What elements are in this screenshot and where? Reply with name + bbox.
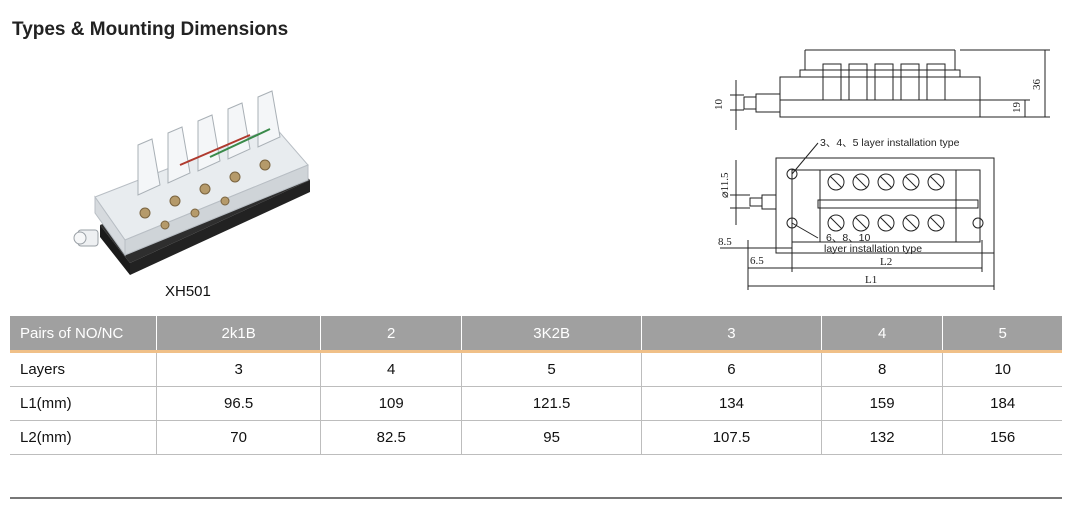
note-6-8-10-line2: layer installation type (824, 243, 922, 255)
row-label: Layers (10, 351, 157, 387)
table-cell: 159 (821, 386, 944, 421)
dim-10: 10 (713, 99, 725, 111)
header-cell: 2k1B (156, 316, 322, 353)
header-cell: 4 (821, 316, 944, 353)
table-cell: 95 (461, 420, 643, 455)
header-cell: Pairs of NO/NC (10, 316, 157, 353)
header-cell: 5 (942, 316, 1062, 353)
table-cell: 5 (461, 351, 643, 387)
product-label: XH501 (165, 283, 211, 300)
bottom-divider (10, 497, 1062, 499)
table-cell: 184 (942, 386, 1062, 421)
table-cell: 156 (942, 420, 1062, 455)
product-image (73, 90, 310, 275)
table-row: Layers 3 4 5 6 8 10 (10, 351, 1062, 387)
table-cell: 8 (821, 351, 944, 387)
table-cell: 107.5 (641, 420, 822, 455)
table-row: L2(mm) 70 82.5 95 107.5 132 156 (10, 420, 1062, 455)
header-cell: 2 (320, 316, 463, 353)
header-cell: 3 (641, 316, 822, 353)
table-cell: 132 (821, 420, 944, 455)
dim-8-5: 8.5 (718, 236, 732, 248)
table-cell: 10 (942, 351, 1062, 387)
table-cell: 109 (320, 386, 463, 421)
note-3-4-5-layer: 3、4、5 layer installation type (820, 137, 960, 149)
row-label: L1(mm) (10, 386, 157, 421)
specs-table: Pairs of NO/NC 2k1B 2 3K2B 3 4 5 Layers … (10, 316, 1062, 455)
table-cell: 82.5 (320, 420, 463, 455)
dim-36: 36 (1031, 79, 1043, 91)
table-cell: 3 (156, 351, 322, 387)
dim-6-5: 6.5 (750, 255, 764, 267)
table-cell: 6 (641, 351, 822, 387)
row-label: L2(mm) (10, 420, 157, 455)
page-title: Types & Mounting Dimensions (12, 19, 289, 40)
dim-l2: L2 (880, 256, 892, 268)
table-cell: 4 (320, 351, 463, 387)
table-row: L1(mm) 96.5 109 121.5 134 159 184 (10, 386, 1062, 421)
table-cell: 96.5 (156, 386, 322, 421)
header-cell: 3K2B (461, 316, 643, 353)
dim-19: 19 (1011, 102, 1023, 114)
mounting-dimension-drawing: 10 19 36 ⌀11.5 8.5 6.5 L2 L1 3、4、5 layer… (713, 49, 1050, 290)
table-cell: 121.5 (461, 386, 643, 421)
table-cell: 70 (156, 420, 322, 455)
dim-l1: L1 (865, 274, 877, 286)
note-6-8-10-line1: 6、8、10 (826, 232, 871, 244)
table-cell: 134 (641, 386, 822, 421)
table-header-row: Pairs of NO/NC 2k1B 2 3K2B 3 4 5 (10, 316, 1062, 353)
dim-d11-5: ⌀11.5 (719, 172, 731, 198)
